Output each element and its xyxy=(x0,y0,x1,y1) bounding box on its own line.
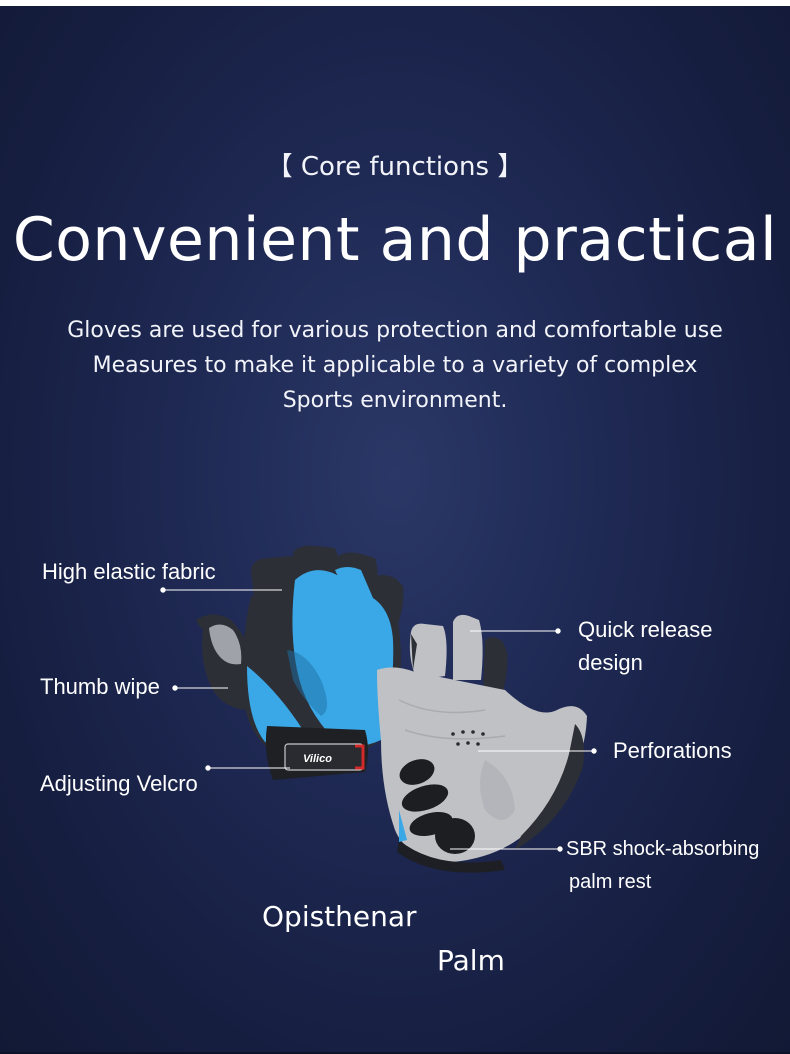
description-line-2: Measures to make it applicable to a vari… xyxy=(92,353,698,378)
page-title: Convenient and practical xyxy=(12,205,778,275)
callout-quick-release-line1: Quick release xyxy=(578,617,713,642)
description-line-1: Gloves are used for various protection a… xyxy=(67,318,723,343)
callout-adjusting-velcro: Adjusting Velcro xyxy=(40,771,198,796)
view-label-palm: Palm xyxy=(437,944,505,977)
callout-perforations: Perforations xyxy=(613,738,732,763)
callout-sbr-line2: palm rest xyxy=(569,871,652,893)
callout-high-elastic-fabric: High elastic fabric xyxy=(42,559,216,584)
back-glove: Vilico xyxy=(196,545,404,780)
description: Gloves are used for various protection a… xyxy=(10,313,780,418)
top-border xyxy=(0,0,790,6)
palm-glove xyxy=(377,614,587,873)
description-line-3: Sports environment. xyxy=(282,388,508,413)
bottom-border xyxy=(0,1052,790,1054)
section-eyebrow: 【 Core functions 】 xyxy=(266,152,524,182)
callout-sbr-line1: SBR shock-absorbing xyxy=(566,838,760,860)
callout-quick-release-line2: design xyxy=(578,650,643,675)
view-label-opisthenar: Opisthenar xyxy=(262,900,417,933)
brand-tag-text: Vilico xyxy=(303,753,332,765)
callout-thumb-wipe: Thumb wipe xyxy=(40,674,160,699)
glove-illustration: Vilico xyxy=(196,545,587,873)
